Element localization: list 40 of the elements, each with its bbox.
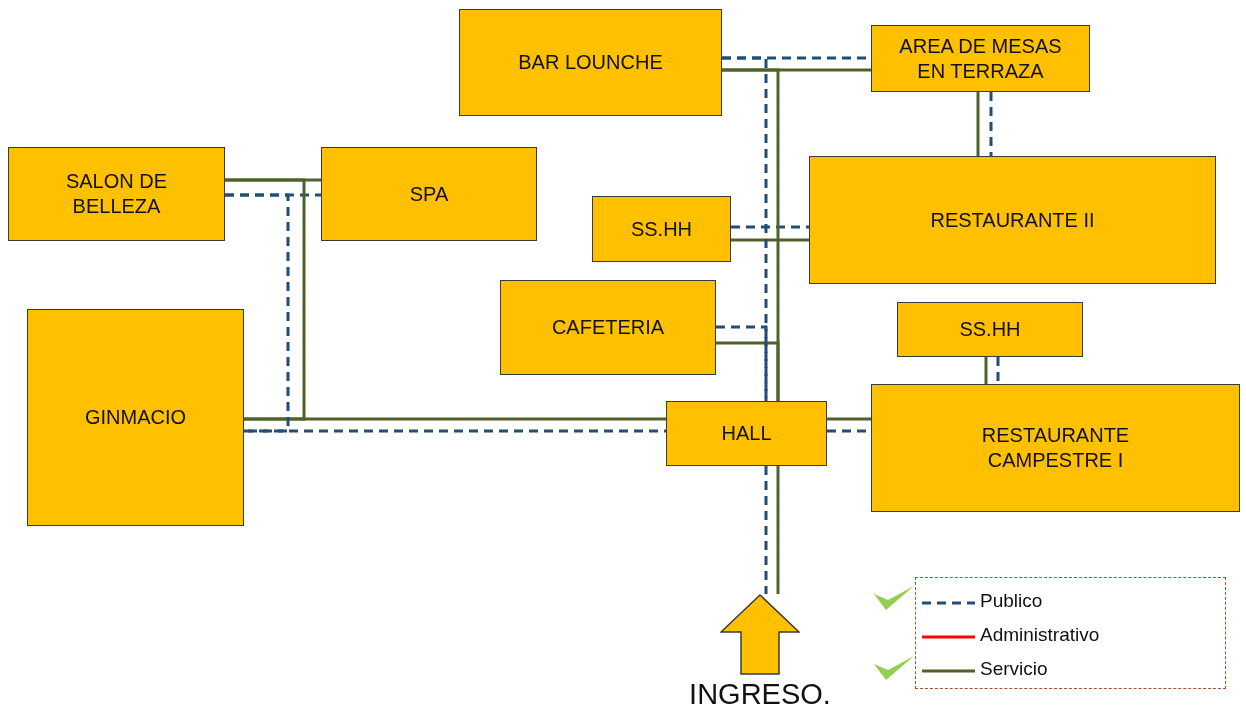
connector-line — [776, 466, 780, 594]
dashed-connector — [764, 466, 768, 594]
room-label: SPA — [408, 181, 450, 207]
room-box — [871, 384, 1240, 512]
room-box — [321, 147, 537, 241]
dashed-connector — [731, 225, 809, 229]
room-label: SS.HH — [629, 216, 694, 242]
dashed-connector — [989, 92, 993, 156]
connector-line — [716, 341, 780, 401]
room-box — [809, 156, 1216, 284]
room-label: AREA DE MESAS EN TERRAZA — [898, 33, 1063, 84]
connector-line — [225, 178, 306, 421]
room-box — [897, 302, 1083, 357]
dashed-connector — [225, 193, 290, 433]
room-label: RESTAURANTE II — [929, 207, 1096, 233]
legend-label: Administrativo — [980, 624, 1100, 646]
room-label: RESTAURANTE CAMPESTRE I — [980, 423, 1131, 473]
room-box — [500, 280, 716, 375]
connector-line — [976, 92, 980, 156]
dashed-connector — [716, 325, 768, 401]
connector-line — [984, 357, 988, 384]
room-label: BAR LOUNCHE — [517, 50, 664, 75]
dashed-connector — [244, 429, 666, 433]
room-label: SALON DE BELLEZA — [64, 169, 169, 219]
entrance-label: INGRESO. — [689, 677, 831, 712]
room-box — [27, 309, 244, 526]
legend-label: Servicio — [980, 658, 1048, 680]
connector-line — [731, 238, 809, 242]
room-box — [459, 9, 722, 116]
room-label: CAFETERIA — [550, 315, 666, 340]
room-label: SS.HH — [958, 317, 1022, 342]
room-box — [666, 401, 827, 466]
connector-line — [827, 417, 871, 421]
room-box — [592, 196, 731, 262]
legend-label: Publico — [980, 590, 1043, 612]
room-label: HALL — [720, 421, 773, 446]
room-box — [8, 147, 225, 241]
dashed-connector — [996, 357, 1000, 384]
room-label: GINMACIO — [83, 405, 188, 430]
room-box — [871, 25, 1090, 92]
